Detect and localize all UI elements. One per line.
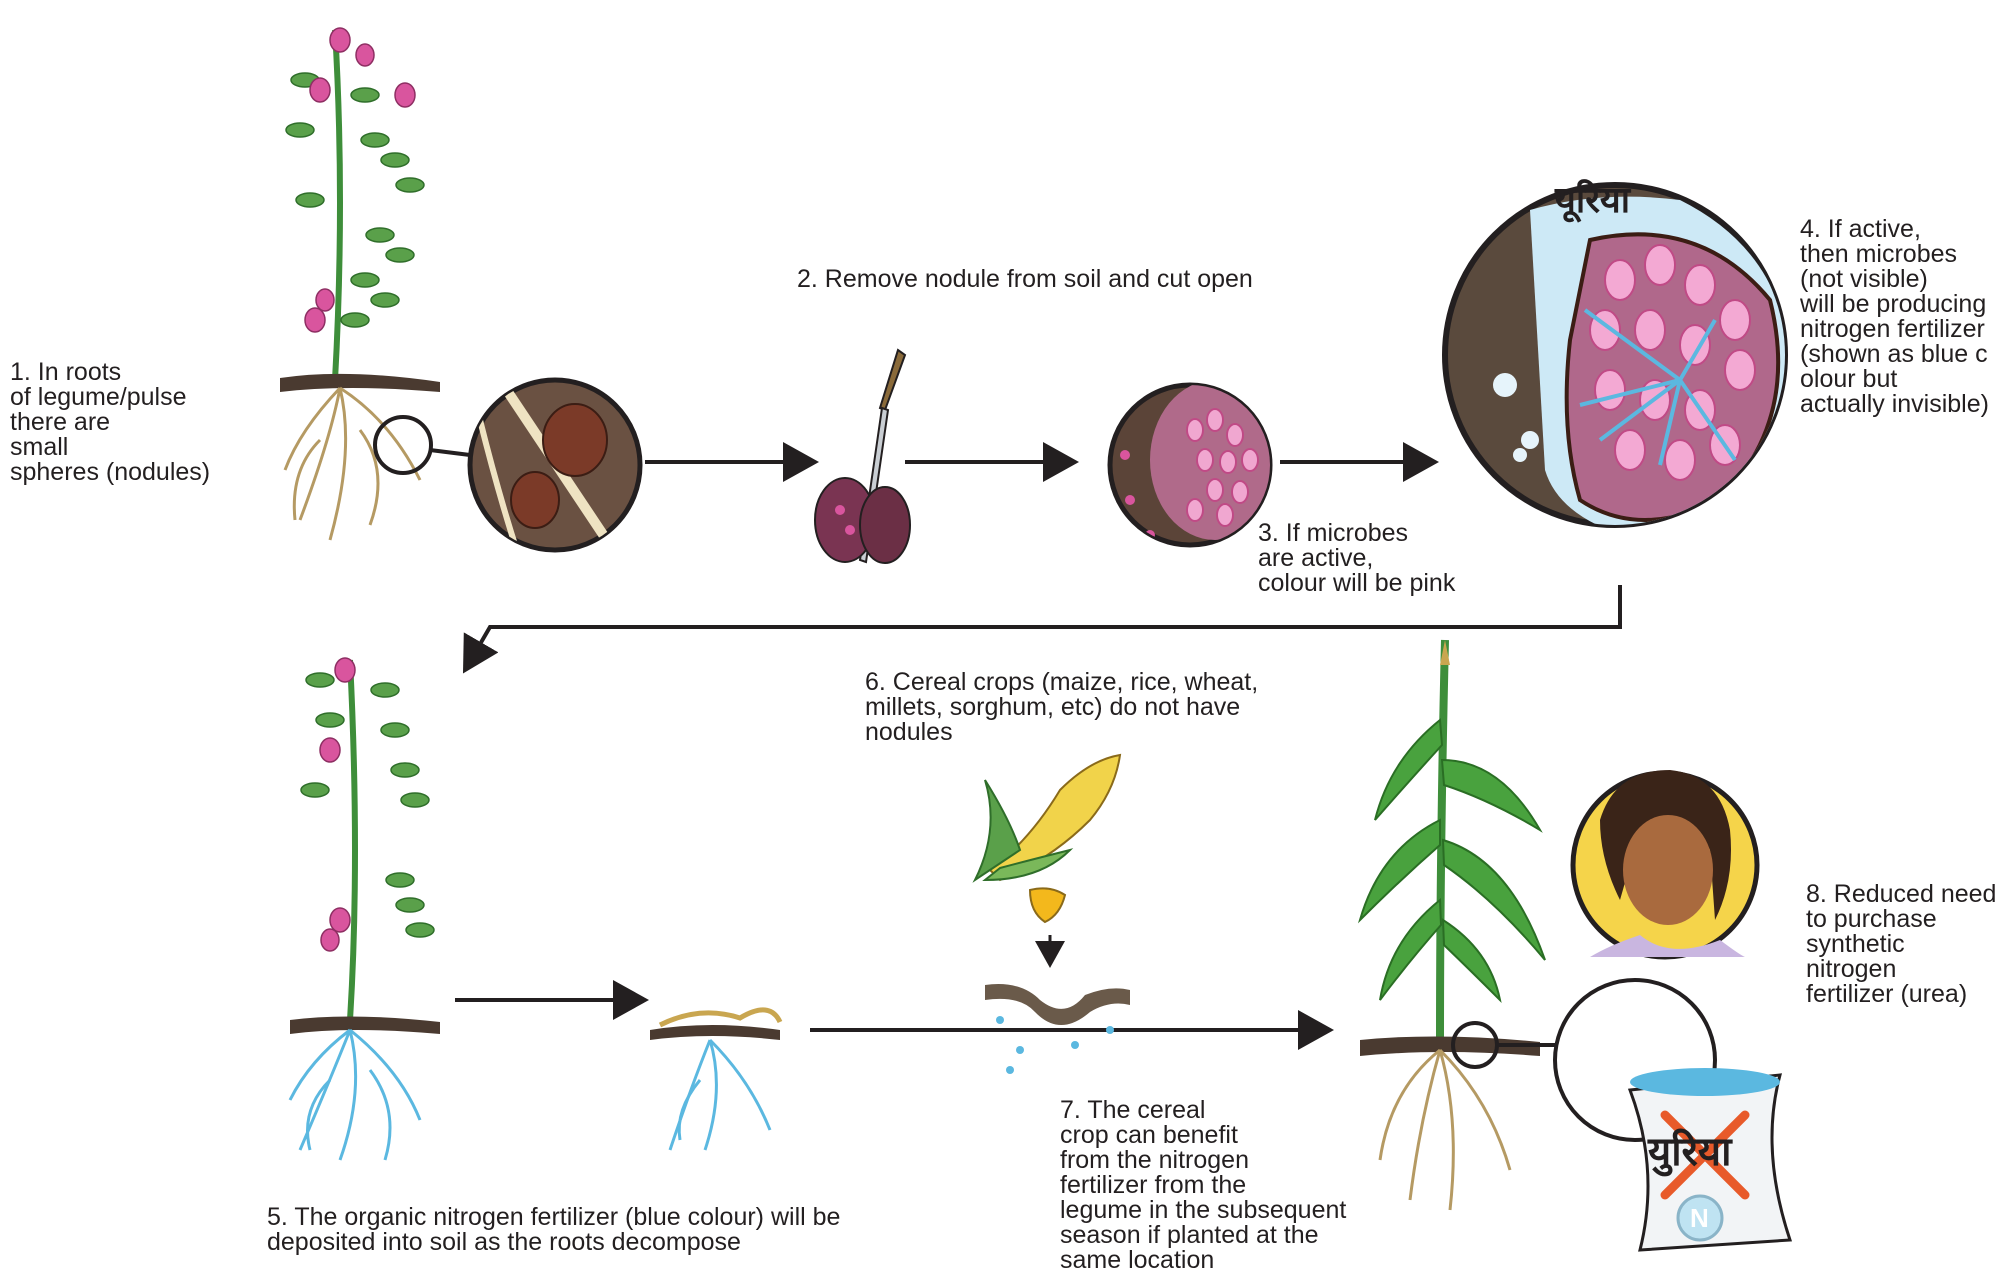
cut-nodule-halves: [815, 478, 910, 563]
step-2-label: 2. Remove nodule from soil and cut open: [797, 267, 1253, 292]
bag-logo-letter: N: [1690, 1205, 1709, 1231]
step-6-label: 6. Cereal crops (maize, rice, wheat, mil…: [865, 670, 1258, 745]
magnifier-circle-1: [375, 417, 431, 473]
nodule-closeup-soil: [470, 380, 640, 560]
maize-seed-icon: [1030, 888, 1065, 922]
step-8-label: 8. Reduced need to purchase synthetic ni…: [1806, 882, 1996, 1007]
step-5-label: 5. The organic nitrogen fertilizer (blue…: [267, 1205, 840, 1255]
maize-cob-icon: [975, 755, 1120, 880]
urea-title: यूरिया: [1555, 180, 1630, 220]
legume-plant-bottom: [301, 658, 434, 1020]
magnified-active-nodule: [1445, 185, 1791, 540]
farmer-portrait: [1573, 770, 1757, 957]
bag-label: युरिया: [1648, 1130, 1731, 1174]
maize-plant: [1360, 640, 1545, 1040]
magnifier-connector-1: [430, 450, 470, 455]
legume-plant-top: [286, 28, 424, 380]
step-4-label: 4. If active, then microbes (not visible…: [1800, 217, 2008, 417]
legume-roots: [285, 388, 420, 540]
maize-roots: [1380, 1050, 1510, 1210]
soil-strip-5: [290, 1016, 440, 1034]
step-7-label: 7. The cereal crop can benefit from the …: [1060, 1098, 1346, 1273]
step-1-label: 1. In roots of legume/pulse there are sm…: [10, 360, 210, 485]
pink-nodule-closeup: [1110, 380, 1280, 545]
decomposing-roots: [650, 1010, 780, 1150]
soil-strip-1: [280, 374, 440, 392]
blue-roots-5: [290, 1030, 420, 1160]
step-3-label: 3. If microbes are active, colour will b…: [1258, 521, 1455, 596]
